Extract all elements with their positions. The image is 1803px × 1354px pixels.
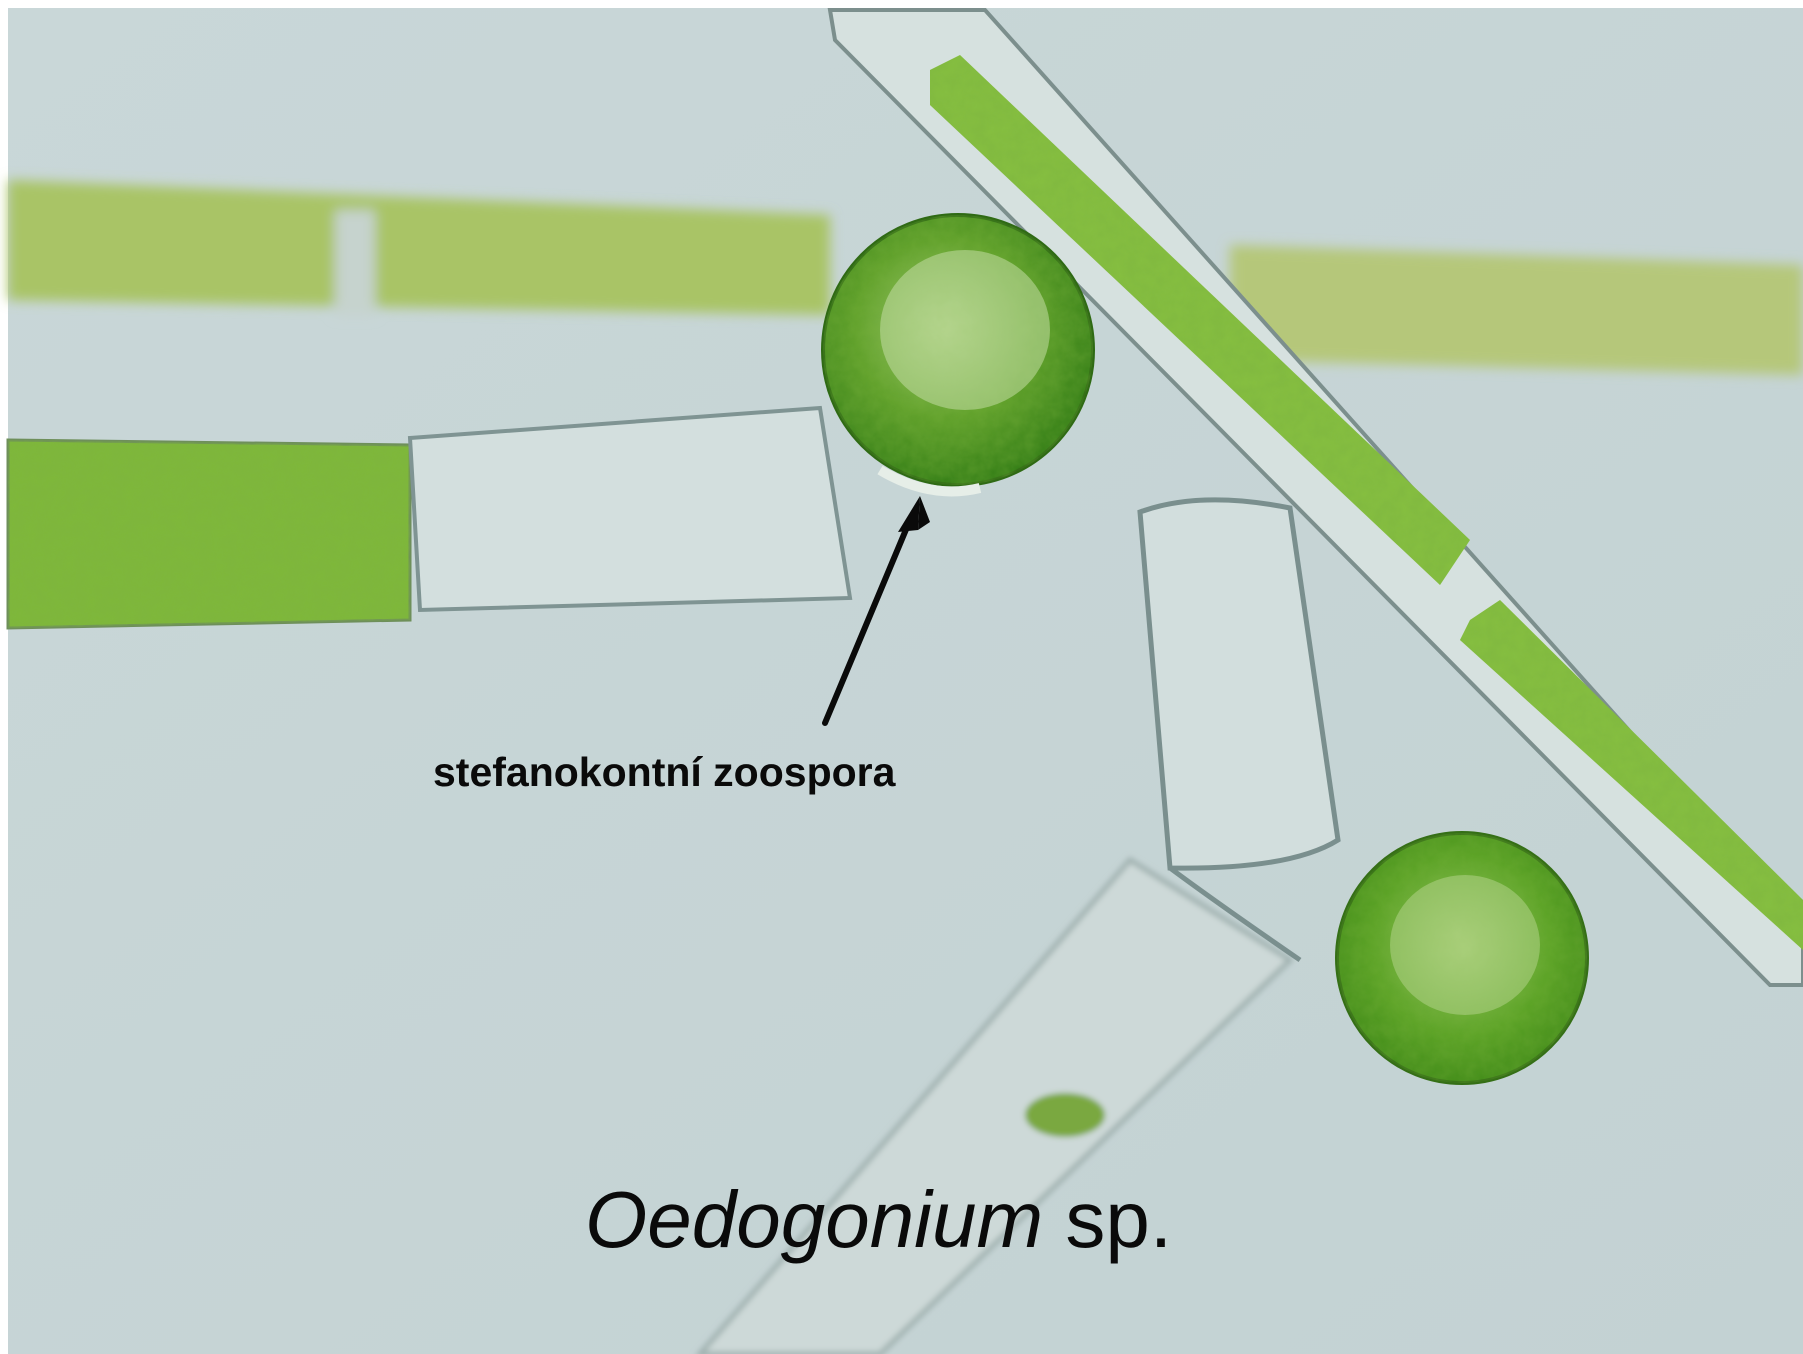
zoospore-annotation-label: stefanokontní zoospora [433,749,896,795]
species-caption: Oedogonium sp. [585,1180,1172,1260]
zoospore-upper [821,213,1095,497]
annotation-arrow [822,496,930,726]
caption-suffix: sp. [1043,1175,1173,1264]
blurred-filament-top [8,180,1803,375]
filament-diagonal [827,8,1803,987]
caption-genus: Oedogonium [585,1175,1044,1264]
zoospore-lower [1335,831,1589,1085]
blurred-filament-bottom [696,856,1295,1354]
empty-cell-upright [1137,497,1341,963]
filament-left [6,405,853,630]
